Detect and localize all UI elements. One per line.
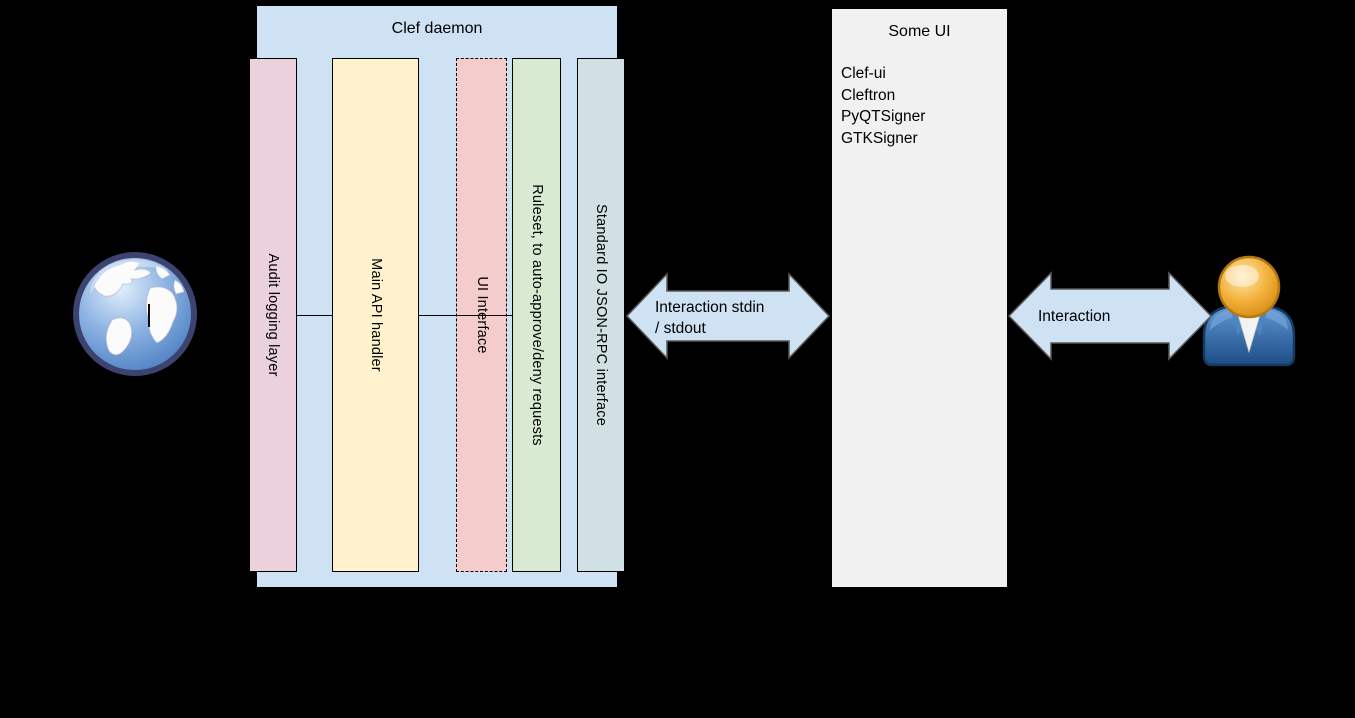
- arrow-daemon-ui-shape: [625, 272, 831, 360]
- some-ui-list: Clef-ui Cleftron PyQTSigner GTKSigner: [841, 63, 925, 149]
- arrow-label-line2: / stdout: [655, 320, 706, 337]
- connector-line-audit-api: [297, 315, 332, 316]
- connector-line-api-ruleset: [419, 315, 513, 316]
- some-ui-item: GTKSigner: [841, 129, 918, 147]
- arrow-daemon-ui: [625, 272, 831, 360]
- layer-audit-logging: Audit logging layer: [249, 58, 297, 572]
- arrow-label-line1: Interaction stdin: [655, 299, 765, 316]
- some-ui-item: PyQTSigner: [841, 108, 926, 125]
- layer-main-api-handler-label: Main API handler: [367, 258, 384, 372]
- arrow-label-stdin-stdout: Interaction stdin / stdout: [655, 297, 764, 339]
- layer-ruleset-label: Ruleset, to auto-approve/deny requests: [528, 184, 545, 446]
- some-ui-box: [832, 9, 1007, 587]
- some-ui-title: Some UI: [888, 23, 951, 40]
- some-ui-item: Cleftron: [841, 86, 896, 104]
- arrow-ui-user-shape: [1007, 271, 1213, 361]
- connector-stub: [148, 304, 150, 327]
- user-icon: [1202, 255, 1296, 367]
- layer-audit-logging-label: Audit logging layer: [265, 253, 281, 377]
- layer-stdio-jsonrpc: Standard IO JSON-RPC interface: [577, 58, 625, 572]
- layer-main-api-handler: Main API handler: [332, 58, 419, 572]
- arrow-label-interaction: Interaction: [1038, 308, 1111, 325]
- globe-icon: [73, 252, 197, 376]
- some-ui-item: Clef-ui: [841, 65, 886, 82]
- layer-ruleset: Ruleset, to auto-approve/deny requests: [512, 58, 561, 572]
- arrow-ui-user: [1007, 271, 1213, 361]
- clef-daemon-title: Clef daemon: [391, 20, 483, 37]
- clef-daemon-box: [257, 6, 617, 587]
- layer-stdio-jsonrpc-label: Standard IO JSON-RPC interface: [593, 204, 609, 426]
